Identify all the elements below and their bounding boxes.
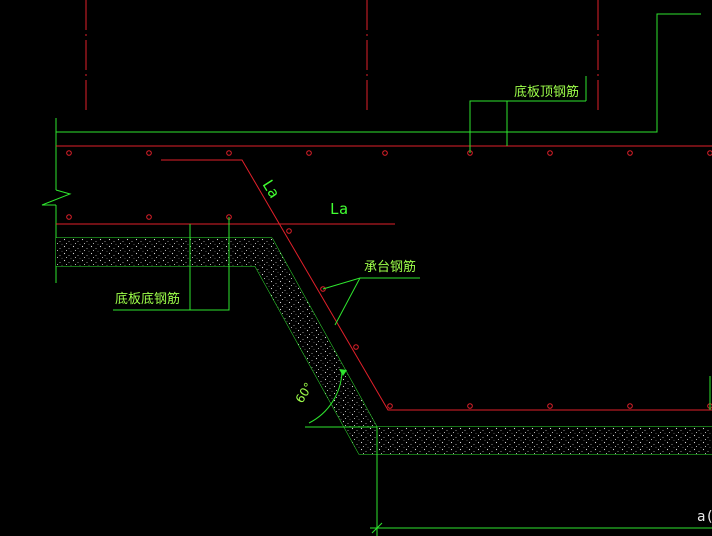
rebar-dot: [707, 150, 712, 156]
dimension-line: [370, 427, 712, 536]
rebar-dot: [467, 403, 473, 409]
angle-label: 60°: [293, 380, 316, 405]
la-horizontal-label: La: [330, 200, 348, 218]
rebar-section-dots: [66, 150, 712, 409]
rebar-dot: [146, 214, 152, 220]
leader-lines: [113, 76, 711, 410]
rebar-dot: [627, 150, 633, 156]
rebar-dot: [320, 286, 326, 292]
rebar-dot: [226, 150, 232, 156]
partial-dimension-label: a(: [697, 509, 712, 525]
top-rebar-label: 底板顶钢筋: [514, 84, 579, 100]
angle-annotation: [305, 369, 377, 428]
bottom-rebar-label: 底板底钢筋: [115, 291, 180, 307]
concrete-cushion: [56, 238, 712, 454]
axis-lines: [85, 0, 599, 112]
cap-rebar-label: 承台钢筋: [364, 259, 416, 275]
rebar-dot: [382, 150, 388, 156]
rebar-dot: [146, 150, 152, 156]
rebar-dot: [387, 403, 393, 409]
rebar-dot: [286, 228, 292, 234]
rebar-lines: [56, 145, 712, 411]
slab-outline: [55, 13, 712, 455]
rebar-dot: [66, 214, 72, 220]
rebar-dot: [66, 150, 72, 156]
rebar-dot: [547, 150, 553, 156]
rebar-dot: [353, 344, 359, 350]
rebar-dot: [306, 150, 312, 156]
rebar-dot: [627, 403, 633, 409]
break-symbol: [41, 189, 72, 206]
rebar-dot: [547, 403, 553, 409]
la-diagonal-label: La: [259, 177, 284, 202]
